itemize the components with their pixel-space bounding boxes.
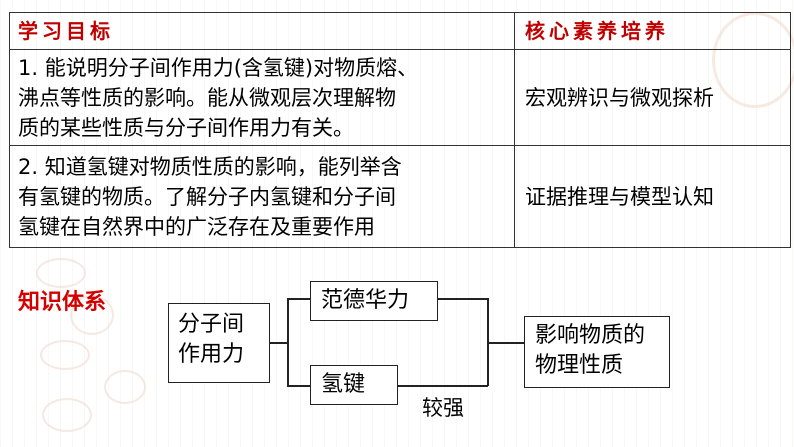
connector-root-out [270,342,288,344]
root-node-line: 作用力 [178,342,245,367]
result-node: 影响物质的 物理性质 [524,316,670,388]
connector-top-out [438,298,488,300]
goal-line: 1. 能说明分子间作用力(含氢键)对物质熔、 [18,55,419,80]
root-node-line: 分子间 [178,312,245,337]
header-learning-goals: 学习目标 [9,12,515,50]
goal-line: 质的某些性质与分子间作用力有关。 [18,115,354,140]
header-core-literacy: 核心素养培养 [514,12,791,50]
connector-to-bottom [287,385,311,387]
goal-cell: 2. 知道氢键对物质性质的影响，能列举含 有氢键的物质。了解分子内氢键和分子间 … [9,145,515,248]
knowledge-system-title: 知识体系 [18,290,107,315]
goal-line: 沸点等性质的影响。能从微观层次理解物 [18,85,396,110]
watermark-stamp-left-4 [104,370,146,404]
learning-goals-table: 学习目标 核心素养培养 1. 能说明分子间作用力(含氢键)对物质熔、 沸点等性质… [9,12,791,248]
goal-line: 氢键在自然界中的广泛存在及重要作用 [18,214,375,239]
connector-to-top [287,298,311,300]
watermark-stamp-left-5 [42,398,92,432]
connector-left-vertical [287,298,289,386]
result-node-line: 物理性质 [535,353,624,378]
branch-van-der-waals: 范德华力 [310,281,438,321]
table-row: 1. 能说明分子间作用力(含氢键)对物质熔、 沸点等性质的影响。能从微观层次理解… [9,49,791,146]
branch-bottom-label: 氢键 [321,372,366,397]
branch-top-label: 范德华力 [321,288,410,313]
connector-bottom-out [398,385,488,387]
watermark-stamp-left-3 [40,340,90,370]
goal-line: 有氢键的物质。了解分子内氢键和分子间 [18,184,396,209]
connector-to-result [487,342,525,344]
goal-cell: 1. 能说明分子间作用力(含氢键)对物质熔、 沸点等性质的影响。能从微观层次理解… [9,49,515,146]
literacy-cell: 宏观辨识与微观探析 [514,49,791,146]
watermark-stamp-left-2 [70,295,114,335]
table-header-row: 学习目标 核心素养培养 [9,12,791,50]
goal-line: 2. 知道氢键对物质性质的影响，能列举含 [18,154,402,179]
root-node: 分子间 作用力 [168,303,270,383]
table-row: 2. 知道氢键对物质性质的影响，能列举含 有氢键的物质。了解分子内氢键和分子间 … [9,145,791,248]
literacy-cell: 证据推理与模型认知 [514,145,791,248]
stronger-note: 较强 [422,396,464,420]
branch-hydrogen-bond: 氢键 [310,365,398,405]
result-node-line: 影响物质的 [535,323,646,348]
watermark-stamp-left-1 [36,258,86,288]
